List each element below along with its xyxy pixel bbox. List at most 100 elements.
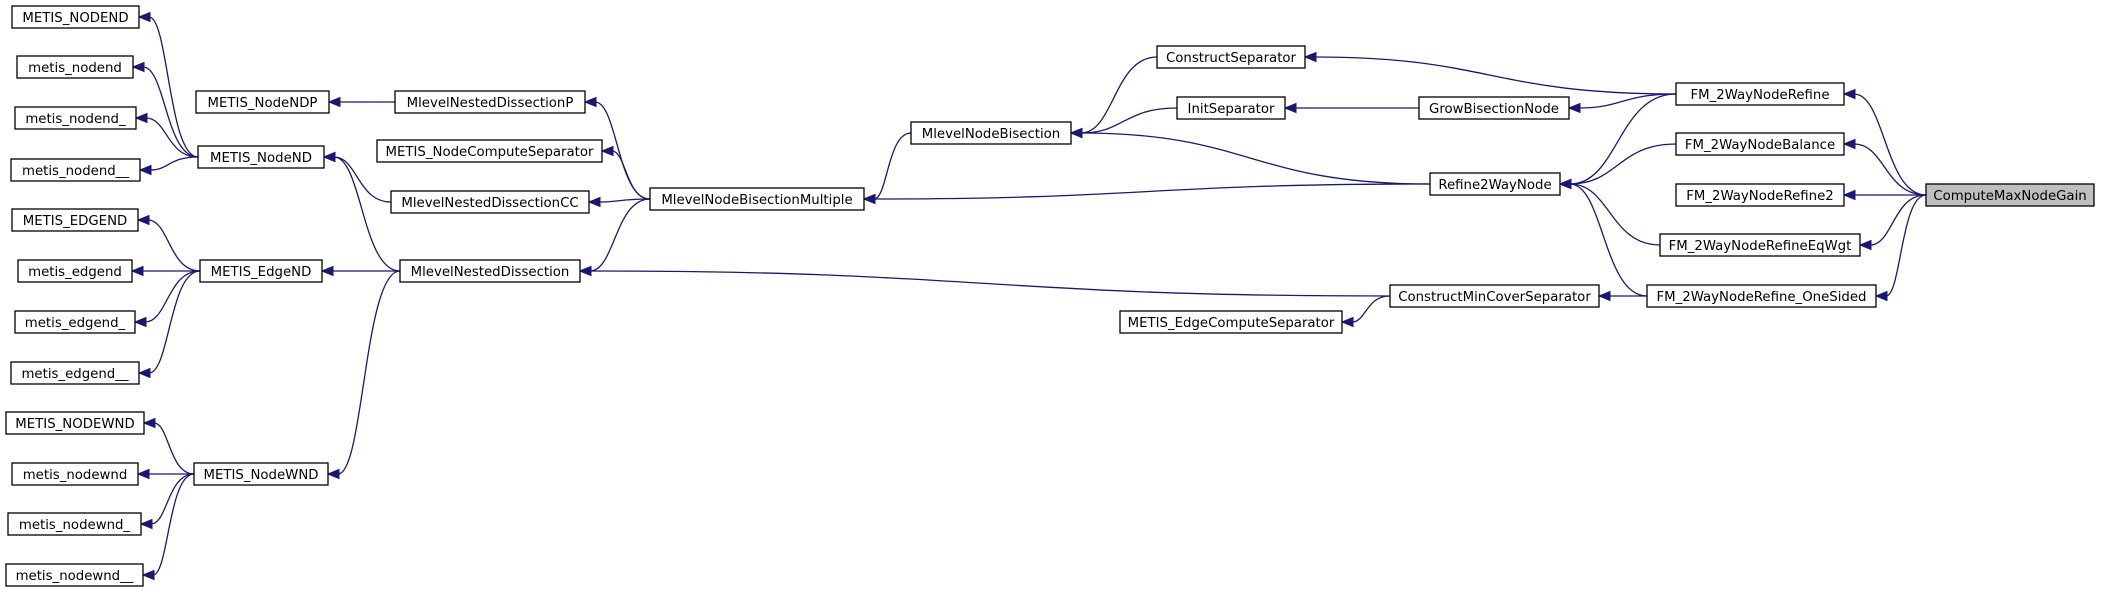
edge-metis-edge-compute-separator-to-construct-min-cover-separator (1351, 295, 1391, 323)
node-label: FM_2WayNodeRefine2 (1686, 189, 1834, 204)
node-box[interactable] (17, 259, 133, 283)
node-metis-node-compute-separator[interactable]: METIS_NodeComputeSeparator (376, 139, 603, 163)
node-box[interactable] (399, 259, 581, 283)
edge-construct-separator-to-fm-2way-node-refine (1314, 56, 1677, 95)
node-construct-separator[interactable]: ConstructSeparator (1156, 45, 1306, 69)
node-metis-edgend[interactable]: metis_edgend__ (10, 361, 140, 385)
node-init-separator[interactable]: InitSeparator (1176, 96, 1286, 120)
node-box[interactable] (1429, 172, 1561, 196)
edge-metis-node-compute-separator-to-mlevel-node-bisection-multiple (611, 150, 651, 200)
node-box[interactable] (1176, 96, 1286, 120)
node-box[interactable] (1675, 132, 1845, 156)
node-box[interactable] (11, 208, 139, 232)
node-metis-nodend[interactable]: metis_nodend__ (10, 158, 141, 182)
node-box[interactable] (1119, 310, 1343, 334)
node-refine-2way-node[interactable]: Refine2WayNode (1429, 172, 1561, 196)
node-box[interactable] (10, 361, 140, 385)
node-box[interactable] (5, 411, 145, 435)
node-fm-2way-node-refine2[interactable]: FM_2WayNodeRefine2 (1675, 183, 1845, 207)
node-construct-min-cover-separator[interactable]: ConstructMinCoverSeparator (1389, 284, 1600, 308)
node-label: METIS_NodeNDP (208, 96, 318, 111)
edge-metis-node-wnd-to-mlevel-nested-dissection (337, 270, 401, 475)
node-label: metis_nodewnd_ (19, 518, 131, 533)
node-label: METIS_NodeComputeSeparator (386, 145, 595, 160)
node-box[interactable] (394, 90, 586, 114)
node-metis-node-nd[interactable]: METIS_NodeND (197, 145, 325, 169)
node-metis-node-ndp[interactable]: METIS_NodeNDP (195, 90, 330, 114)
node-label: Refine2WayNode (1438, 178, 1551, 193)
arrowhead-fm-2way-node-refine2-to-compute-max-node-gain (1842, 189, 1856, 201)
node-metis-node-wnd[interactable]: METIS_NodeWND (193, 462, 329, 486)
arrowhead-construct-separator-to-fm-2way-node-refine (1303, 51, 1317, 63)
node-metis-nodend[interactable]: metis_nodend (16, 55, 134, 79)
node-box[interactable] (1925, 183, 2095, 207)
node-fm-2way-node-balance[interactable]: FM_2WayNodeBalance (1675, 132, 1845, 156)
node-metis-nodend[interactable]: METIS_NODEND (11, 5, 140, 29)
node-box[interactable] (649, 187, 865, 211)
arrowhead-metis-nodewnd-to-metis-node-wnd (141, 569, 155, 581)
node-label: METIS_EDGEND (23, 214, 128, 229)
node-box[interactable] (16, 55, 134, 79)
node-box[interactable] (193, 462, 329, 486)
node-mlevel-node-bisection-multiple[interactable]: MlevelNodeBisectionMultiple (649, 187, 865, 211)
node-box[interactable] (5, 563, 144, 587)
edge-metis-edgend-to-metis-edge-nd (144, 270, 201, 323)
node-metis-nodewnd[interactable]: metis_nodewnd__ (5, 563, 144, 587)
node-box[interactable] (7, 512, 142, 536)
node-mlevel-node-bisection[interactable]: MlevelNodeBisection (910, 121, 1072, 145)
node-fm-2way-node-refine-eqwgt[interactable]: FM_2WayNodeRefineEqWgt (1659, 233, 1861, 257)
node-box[interactable] (1675, 183, 1845, 207)
arrowhead-metis-edgend-to-metis-edge-nd (137, 367, 151, 379)
node-mlevel-nested-dissection-p[interactable]: MlevelNestedDissectionP (394, 90, 586, 114)
node-metis-edgend[interactable]: metis_edgend (17, 259, 133, 283)
node-box[interactable] (11, 5, 140, 29)
node-metis-nodend[interactable]: metis_nodend_ (14, 106, 137, 130)
node-metis-edgend[interactable]: METIS_EDGEND (11, 208, 139, 232)
node-box[interactable] (14, 106, 137, 130)
node-metis-edgend[interactable]: metis_edgend_ (14, 310, 136, 334)
node-fm-2way-node-refine-onesided[interactable]: FM_2WayNodeRefine_OneSided (1646, 284, 1877, 308)
edge-fm-2way-node-refine-to-compute-max-node-gain (1853, 93, 1927, 196)
node-metis-nodewnd[interactable]: METIS_NODEWND (5, 411, 145, 435)
node-box[interactable] (195, 90, 330, 114)
node-fm-2way-node-refine[interactable]: FM_2WayNodeRefine (1675, 82, 1845, 106)
node-metis-nodewnd[interactable]: metis_nodewnd (11, 462, 139, 486)
node-mlevel-nested-dissection[interactable]: MlevelNestedDissection (399, 259, 581, 283)
node-grow-bisection-node[interactable]: GrowBisectionNode (1418, 96, 1570, 120)
node-box[interactable] (910, 121, 1072, 145)
node-box[interactable] (1659, 233, 1861, 257)
node-box[interactable] (1675, 82, 1845, 106)
node-box[interactable] (390, 190, 590, 214)
node-box[interactable] (1418, 96, 1570, 120)
node-box[interactable] (14, 310, 136, 334)
node-box[interactable] (376, 139, 603, 163)
node-box[interactable] (11, 462, 139, 486)
edge-refine-2way-node-to-fm-2way-node-refine (1569, 93, 1677, 185)
node-metis-nodewnd[interactable]: metis_nodewnd_ (7, 512, 142, 536)
edge-metis-edgend-to-metis-edge-nd (148, 270, 201, 374)
node-label: METIS_NodeWND (203, 468, 318, 483)
arrowhead-metis-nodend-to-metis-node-nd (138, 164, 152, 176)
node-box[interactable] (10, 158, 141, 182)
node-box[interactable] (1389, 284, 1600, 308)
arrowhead-metis-edgend-to-metis-edge-nd (136, 214, 150, 226)
node-box[interactable] (197, 145, 325, 169)
edge-refine-2way-node-to-fm-2way-node-balance (1569, 143, 1677, 185)
node-mlevel-nested-dissection-cc[interactable]: MlevelNestedDissectionCC (390, 190, 590, 214)
node-box[interactable] (1646, 284, 1877, 308)
edge-metis-nodend-to-metis-node-nd (142, 66, 199, 158)
edge-metis-nodewnd-to-metis-node-wnd (150, 473, 195, 525)
node-compute-max-node-gain[interactable]: ComputeMaxNodeGain (1925, 183, 2095, 207)
edges-layer (130, 11, 1927, 581)
node-label: METIS_NODEND (22, 11, 128, 26)
node-metis-edge-nd[interactable]: METIS_EdgeND (199, 259, 323, 283)
arrowhead-fm-2way-node-refine-eqwgt-to-compute-max-node-gain (1858, 239, 1872, 251)
edge-mlevel-nested-dissection-to-construct-min-cover-separator (589, 270, 1391, 297)
arrowhead-metis-node-wnd-to-mlevel-nested-dissection (326, 468, 340, 480)
edge-fm-2way-node-refine-onesided-to-compute-max-node-gain (1885, 194, 1927, 297)
node-label: METIS_NODEWND (15, 417, 134, 432)
node-metis-edge-compute-separator[interactable]: METIS_EdgeComputeSeparator (1119, 310, 1343, 334)
node-box[interactable] (1156, 45, 1306, 69)
node-box[interactable] (199, 259, 323, 283)
